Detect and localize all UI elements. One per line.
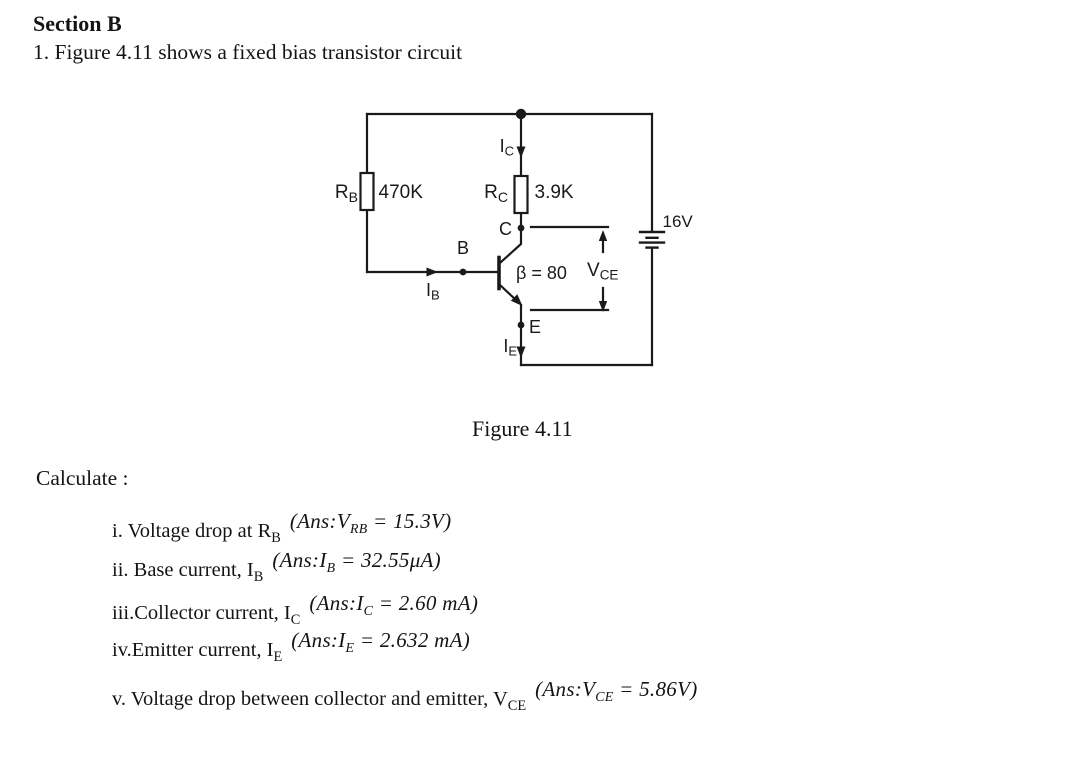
symbol-subscript: E [273,649,283,666]
question-text: i. Voltage drop at RB [112,520,281,545]
vce-arrowhead-down [598,301,608,312]
node-dot-c [517,224,525,232]
beta-label: β = 80 [516,263,567,283]
figure-caption: Figure 4.11 [472,416,573,441]
ic-current-arrow [516,146,526,158]
answer-subscript: RB [349,521,368,537]
resistor-rb-box [359,171,375,212]
question-answer: (Ans:VRB = 15.3V) [289,509,452,537]
ib-label: IB [426,280,440,303]
answer-subscript: B [326,560,336,576]
question-answer: (Ans:IE = 2.632 mA) [291,628,471,656]
circuit-figure: RB 470K RC 3.9K IC C B IB β = 80 VCE E I… [320,95,715,390]
answer-value: = 2.632 mA) [354,628,471,652]
ic-label: IC [500,136,514,159]
symbol-subscript: B [271,530,281,547]
question-lead: i. Voltage drop at R [112,520,272,542]
transistor-collector-lead [498,227,523,265]
question-text: iii.Collector current, IC [112,602,300,627]
rb-value: 470K [379,182,424,203]
node-e-label: E [529,317,541,337]
answer-open: (Ans:I [291,628,346,652]
answer-open: (Ans:V [289,509,350,533]
junction-dot-top [515,108,527,120]
vce-label: VCE [587,260,618,283]
circuit-diagram: RB 470K RC 3.9K IC C B IB β = 80 VCE E I… [335,108,694,367]
answer-open: (Ans:V [535,677,596,701]
question-lead: iii.Collector current, I [112,602,291,624]
ie-label: IE [503,336,517,359]
answer-subscript: E [345,640,355,656]
question-text: ii. Base current, IB [112,559,263,584]
symbol-subscript: CE [507,698,527,715]
rb-label: RB [335,182,358,205]
question-lead: v. Voltage drop between collector and em… [112,688,508,710]
answer-subscript: C [363,603,374,619]
question-text: iv.Emitter current, IE [112,639,282,664]
answer-value: = 2.60 mA) [373,591,479,615]
calculate-label: Calculate : [36,466,129,490]
symbol-subscript: C [290,612,301,629]
question-item-iv: iv.Emitter current, IE(Ans:IE = 2.632 mA… [112,628,470,664]
supply-voltage-label: 16V [663,212,694,231]
node-dot-b [459,268,467,276]
answer-value: = 32.55μA) [335,548,441,572]
section-title: Section B [33,11,122,36]
answer-value: = 15.3V) [367,509,452,533]
question-item-v: v. Voltage drop between collector and em… [112,677,698,713]
answer-value: = 5.86V) [613,677,698,701]
ie-current-arrow [516,346,526,358]
question-lead: ii. Base current, I [112,559,254,581]
ib-current-arrow [426,267,438,277]
symbol-subscript: B [253,569,264,586]
question-lead: iv.Emitter current, I [112,639,274,661]
rc-label: RC [484,182,508,205]
answer-subscript: CE [595,689,614,705]
question-answer: (Ans:VCE = 5.86V) [535,677,698,705]
vce-arrowhead-up [598,230,608,241]
node-b-label: B [457,238,469,258]
rc-value: 3.9K [535,182,574,203]
question-answer: (Ans:IC = 2.60 mA) [309,591,479,619]
question-item-i: i. Voltage drop at RB (Ans:VRB = 15.3V) [112,509,451,545]
answer-open: (Ans:I [309,591,364,615]
question-intro: 1. Figure 4.11 shows a fixed bias transi… [33,40,463,64]
question-answer: (Ans:IB = 32.55μA) [272,548,441,576]
node-dot-e [517,321,525,329]
resistor-rc-box [513,174,529,215]
question-item-iii: iii.Collector current, IC(Ans:IC = 2.60 … [112,591,478,627]
answer-open: (Ans:I [272,548,327,572]
node-c-label: C [499,219,512,239]
emitter-arrowhead [510,294,523,306]
question-item-ii: ii. Base current, IB(Ans:IB = 32.55μA) [112,548,441,584]
question-text: v. Voltage drop between collector and em… [112,688,526,713]
